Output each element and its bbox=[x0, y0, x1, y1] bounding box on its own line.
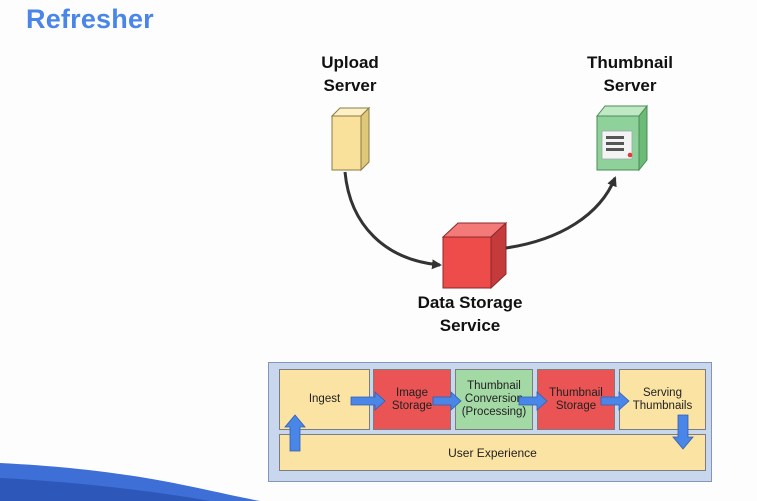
slide-title: Refresher bbox=[26, 4, 154, 34]
thumbnail-server-text: Thumbnail Server bbox=[587, 53, 673, 95]
user-experience-label: User Experience bbox=[448, 445, 537, 460]
arrow-right-icon bbox=[518, 391, 548, 411]
user-experience-bar: User Experience bbox=[279, 434, 706, 471]
data-storage-label: Data Storage Service bbox=[395, 291, 545, 337]
stage-serving-thumbnails-label: Serving Thumbnails bbox=[632, 386, 693, 412]
stage-thumbnail-conversion-label: Thumbnail Conversion (Processing) bbox=[461, 380, 527, 418]
arrow-up-icon bbox=[284, 414, 306, 452]
stage-serving-thumbnails: Serving Thumbnails bbox=[619, 369, 706, 430]
stage-thumbnail-storage-label: Thumbnail Storage bbox=[549, 386, 603, 412]
thumbnail-server-label: Thumbnail Server bbox=[570, 51, 690, 97]
data-storage-text: Data Storage Service bbox=[417, 293, 523, 335]
upload-server-icon bbox=[330, 106, 371, 172]
arrow-right-icon bbox=[600, 391, 630, 411]
pipeline-panel: Ingest Image Storage Thumbnail Conversio… bbox=[268, 362, 712, 482]
arrow-down-icon bbox=[672, 414, 694, 450]
arrow-right-icon bbox=[432, 391, 462, 411]
stage-image-storage-label: Image Storage bbox=[391, 386, 433, 412]
thumbnail-server-icon bbox=[595, 104, 649, 172]
upload-server-text: Upload Server bbox=[321, 53, 379, 95]
stage-ingest-label: Ingest bbox=[308, 393, 341, 405]
pipeline-arrows bbox=[284, 391, 694, 452]
upload-server-label: Upload Server bbox=[300, 51, 400, 97]
upload-to-storage-arrow bbox=[343, 171, 442, 270]
arrow-right-icon bbox=[350, 391, 386, 411]
storage-to-thumbnail-arrow bbox=[505, 176, 617, 250]
data-storage-cube-icon bbox=[441, 221, 508, 290]
